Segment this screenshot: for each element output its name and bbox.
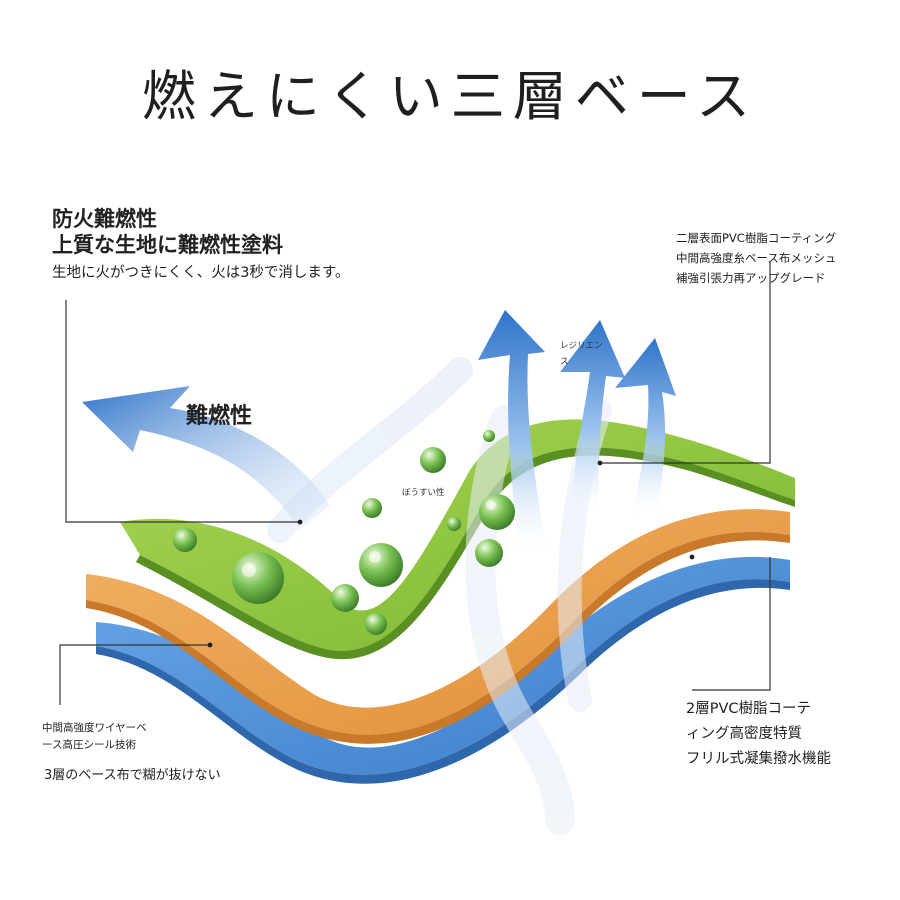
- fire-heading: 防火難燃性: [52, 207, 157, 231]
- callout-top-right: [600, 262, 771, 464]
- blue-base-layer: [96, 556, 790, 784]
- waterproof-label: ぼうすい性: [402, 488, 445, 498]
- flame-retardant-arrow: [82, 386, 330, 530]
- top-right-line2: 中間高強度糸ベース布メッシュ: [676, 251, 837, 265]
- resilience-label-line1: レジリエン: [560, 341, 603, 351]
- water-droplets: [173, 430, 515, 635]
- orange-middle-layer: [86, 509, 790, 744]
- top-right-line3: 補強引張力再アップグレード: [676, 271, 826, 285]
- bottom-left-line2: ース高圧シール技術: [42, 739, 136, 751]
- bottom-left-line1: 中間高強度ワイヤーベ: [42, 722, 147, 734]
- callout-bottom-left: [59, 644, 210, 705]
- bottom-right-line2: ィング高密度特質: [686, 726, 802, 742]
- page-title: 燃えにくい三層ベース: [141, 65, 759, 128]
- flame-arrow-label: 難燃性: [186, 404, 253, 429]
- bottom-right-line3: フリル式凝集撥水機能: [686, 751, 831, 767]
- resilience-arrows: [478, 310, 676, 560]
- fire-subheading: 上質な生地に難燃性塗料: [52, 233, 283, 257]
- callout-fire: [65, 300, 300, 523]
- resilience-label-line2: ス: [560, 357, 569, 367]
- callout-lines: [59, 262, 771, 705]
- top-right-line1: 二層表面PVC樹脂コーティング: [676, 231, 837, 245]
- bottom-left-footer: 3層のベース布で糊が抜けない: [44, 768, 221, 783]
- callout-dots: [207, 460, 695, 648]
- green-top-layer: [120, 419, 795, 660]
- bottom-right-line1: 2層PVC樹脂コーテ: [686, 701, 812, 717]
- fire-description: 生地に火がつきにくく、火は3秒で消します。: [52, 265, 350, 281]
- callout-bottom-right: [692, 557, 771, 691]
